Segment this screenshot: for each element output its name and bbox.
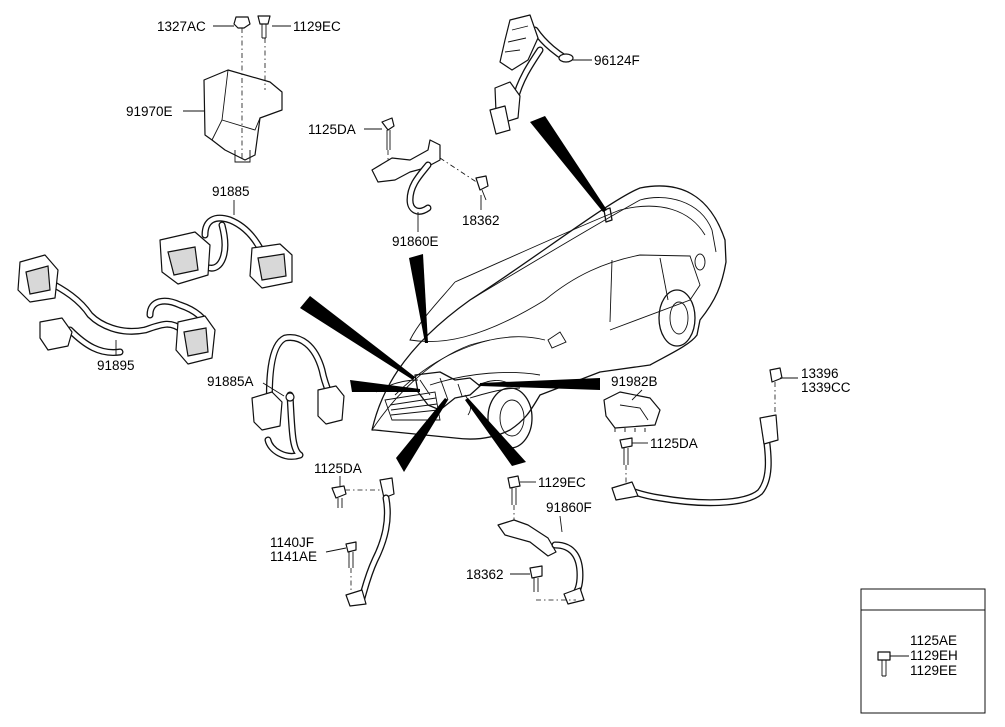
label-13396: 13396 [801, 366, 839, 381]
leader-lines [115, 25, 798, 575]
part-battery-cable-left [331, 477, 395, 607]
label-1339cc: 1339CC [801, 380, 851, 395]
label-91895: 91895 [97, 358, 135, 373]
part-91895-harness [17, 254, 216, 365]
label-91982b: 91982B [611, 374, 658, 389]
bolt-icon [877, 651, 891, 661]
part-91860f-cable [497, 475, 585, 605]
label-91970e: 91970E [126, 104, 173, 119]
label-1129ec-bottom: 1129EC [538, 475, 586, 490]
legend-code-2: 1129EH [910, 648, 958, 663]
label-91860f: 91860F [546, 500, 592, 515]
part-91982b-sensor-cable [603, 367, 783, 507]
label-1125da-top: 1125DA [308, 122, 356, 137]
label-91860e: 91860E [392, 234, 439, 249]
label-1141ae: 1141AE [270, 549, 317, 564]
legend-code-1: 1125AE [910, 633, 957, 648]
label-1125da-bottom: 1125DA [314, 461, 362, 476]
legend-box: 1125AE 1129EH 1129EE [860, 588, 986, 714]
label-1129ec-top: 1129EC [293, 19, 341, 34]
part-labels: 1327AC 1129EC 91970E 96124F 1125DA 18362… [97, 19, 851, 582]
label-1125da-right: 1125DA [650, 436, 698, 451]
label-96124f: 96124F [594, 53, 640, 68]
callout-pointers [300, 116, 607, 472]
part-91885-harness [159, 214, 293, 289]
label-18362-bottom: 18362 [466, 567, 504, 582]
legend-code-3: 1129EE [910, 663, 957, 678]
label-18362-top: 18362 [462, 213, 500, 228]
part-91860e-cable [371, 117, 489, 215]
label-1140jf: 1140JF [270, 535, 314, 550]
label-91885a: 91885A [207, 374, 254, 389]
part-91885a-harness [251, 334, 345, 460]
part-96124f-harness [489, 14, 574, 135]
label-1327ac: 1327AC [157, 19, 206, 34]
vehicle-illustration [371, 185, 727, 449]
part-91970e-cover [203, 15, 283, 163]
label-91885: 91885 [212, 184, 250, 199]
